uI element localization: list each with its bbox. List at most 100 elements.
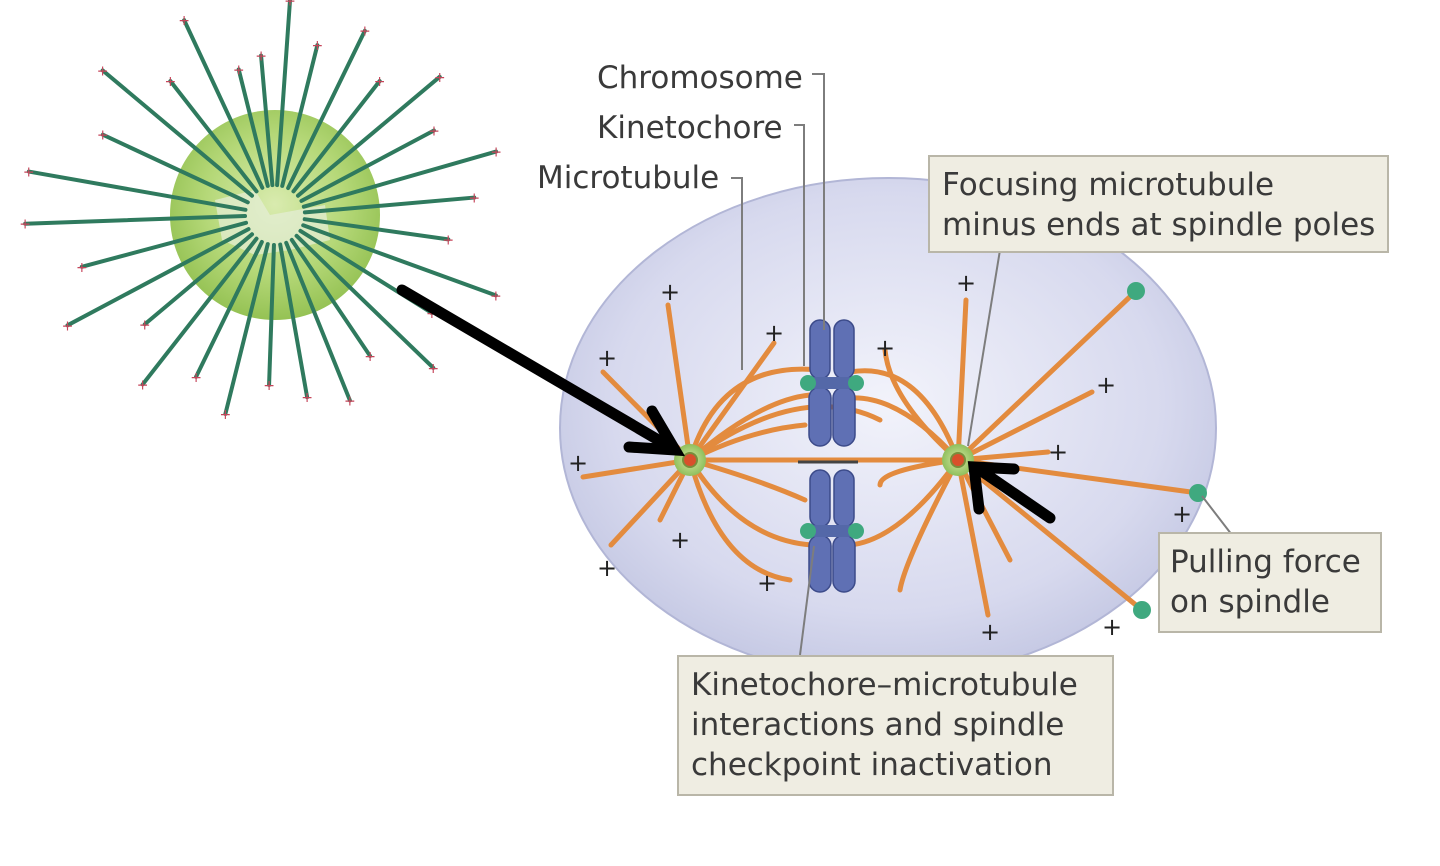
aster-microtubule bbox=[194, 239, 264, 379]
plus-end-marker: + bbox=[956, 269, 976, 297]
plus-end-marker: + bbox=[875, 334, 895, 362]
aster-microtubule bbox=[236, 67, 270, 188]
centromere bbox=[810, 377, 854, 389]
plus-end-marker: + bbox=[764, 319, 784, 347]
aster-plus-tip: + bbox=[359, 24, 371, 40]
focusing-callout-line: Focusing microtubule bbox=[942, 167, 1275, 203]
kinetochore-interactions-callout: Kinetochore–microtubule interactions and… bbox=[677, 655, 1114, 796]
aster-plus-tip: + bbox=[374, 74, 386, 90]
kinetochore-leader bbox=[794, 124, 805, 366]
kinetochore-interactions-leader bbox=[799, 545, 815, 656]
aster-plus-tip: + bbox=[62, 318, 74, 334]
kinetochore-callout-line: checkpoint inactivation bbox=[691, 747, 1053, 783]
aster-plus-tip: + bbox=[490, 288, 502, 304]
aster-microtubule bbox=[259, 53, 275, 188]
focusing-callout-line: minus ends at spindle poles bbox=[942, 207, 1376, 243]
spindle-microtubule bbox=[687, 366, 823, 463]
chromosome-pair bbox=[798, 319, 864, 593]
aster-plus-tip: + bbox=[434, 70, 446, 86]
spindle-microtubule bbox=[687, 404, 883, 463]
chromosome-label: Chromosome bbox=[597, 60, 803, 96]
aster-plus-tip: + bbox=[220, 407, 232, 423]
aster-microtubule bbox=[140, 236, 259, 387]
aster-plus-tip: + bbox=[164, 74, 176, 90]
kinetochore-label: Kinetochore bbox=[597, 110, 783, 146]
spindle-microtubule bbox=[665, 302, 693, 463]
aster-plus-tip: + bbox=[426, 306, 438, 322]
aster-microtubule bbox=[278, 242, 310, 400]
aster-microtubule bbox=[299, 128, 436, 203]
aster-microtubule bbox=[295, 74, 442, 198]
aster-microtubule bbox=[275, 0, 292, 188]
spindle-microtubule bbox=[687, 340, 777, 463]
aster-plus-tip: + bbox=[76, 260, 88, 276]
aster-plus-tip: + bbox=[490, 145, 502, 161]
aster-plus-tip: + bbox=[442, 232, 454, 248]
plus-end-marker: + bbox=[597, 554, 617, 582]
plus-end-marker: + bbox=[1048, 438, 1068, 466]
aster-microtubule bbox=[223, 242, 270, 416]
aster-plus-tip: + bbox=[178, 13, 190, 29]
spindle-microtubule bbox=[580, 457, 693, 480]
chromatid-arm bbox=[808, 386, 832, 447]
aster-microtubule bbox=[294, 233, 436, 370]
aster-plus-tip: + bbox=[137, 377, 149, 393]
kinetochore-callout-line: Kinetochore–microtubule bbox=[691, 667, 1078, 703]
aster-plus-tip: + bbox=[284, 0, 296, 10]
kinetochore-dot bbox=[800, 375, 816, 391]
aster-plus-tip: + bbox=[97, 63, 109, 79]
plus-end-marker: + bbox=[660, 278, 680, 306]
chromatid-arm bbox=[832, 386, 856, 447]
aster-microtubule bbox=[302, 217, 451, 242]
aster-microtubule bbox=[286, 28, 367, 191]
spindle-microtubule bbox=[955, 389, 1095, 463]
kinetochore-dot bbox=[848, 523, 864, 539]
chromatid-arm bbox=[832, 534, 856, 593]
spindle-microtubule bbox=[847, 457, 961, 548]
spindle-microtubule bbox=[687, 457, 815, 548]
pulling-force-callout: Pulling force on spindle bbox=[1158, 532, 1382, 633]
chromatid-arm bbox=[833, 319, 855, 380]
chromosome-lower bbox=[800, 469, 864, 593]
cortical-anchor bbox=[1133, 601, 1151, 619]
pointer-arrow-icon bbox=[967, 461, 1056, 524]
spindle-microtubule bbox=[955, 297, 969, 463]
aster-plus-tip: + bbox=[301, 390, 313, 406]
aster-plus-tip: + bbox=[468, 191, 480, 207]
aster-plus-tip: + bbox=[23, 165, 35, 181]
aster-plus-tip: + bbox=[428, 123, 440, 139]
plus-end-marker: + bbox=[757, 569, 777, 597]
focusing-leader bbox=[967, 249, 1001, 447]
aster-microtubule bbox=[26, 169, 248, 212]
centromere bbox=[810, 525, 854, 537]
plus-end-marker: + bbox=[597, 344, 617, 372]
aster-microtubule bbox=[182, 18, 265, 190]
plus-end-marker: + bbox=[1096, 371, 1116, 399]
focusing-callout: Focusing microtubule minus ends at spind… bbox=[928, 155, 1389, 253]
plus-end-marker: + bbox=[1172, 500, 1192, 528]
plus-end-markers: ++++++++++++++ bbox=[568, 269, 1192, 646]
spindle-microtubule bbox=[847, 368, 961, 463]
aster-microtubule bbox=[23, 214, 248, 226]
aster-plus-tip: + bbox=[97, 128, 109, 144]
kinetochore-dot bbox=[848, 375, 864, 391]
aster-plus-tip: + bbox=[344, 393, 356, 409]
aster-microtubule bbox=[168, 79, 259, 194]
aster-microtubule bbox=[100, 68, 255, 198]
microtubule-leader bbox=[731, 177, 743, 370]
spindle-microtubule bbox=[955, 457, 991, 618]
spindle-microtubule bbox=[955, 457, 1145, 613]
spindle-pole-icon bbox=[942, 444, 974, 476]
spindle-microtubule bbox=[882, 347, 961, 463]
aster-microtubule bbox=[142, 232, 255, 327]
pulling-callout-line: Pulling force bbox=[1170, 544, 1361, 580]
spindle-microtubule bbox=[687, 457, 793, 583]
chromatid-arm bbox=[833, 469, 855, 528]
plus-end-marker: + bbox=[670, 526, 690, 554]
aster-microtubule bbox=[65, 227, 251, 328]
kinetochore-callout-line: interactions and spindle bbox=[691, 707, 1065, 743]
aster-plus-tip: + bbox=[19, 217, 31, 233]
aster-plus-tip: + bbox=[263, 378, 275, 394]
